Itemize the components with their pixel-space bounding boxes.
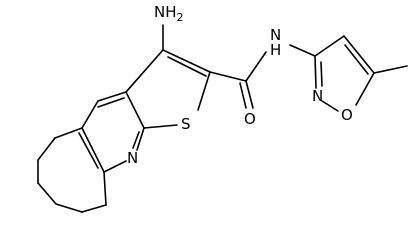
bond-c8f-c8e bbox=[55, 203, 83, 213]
bond-niso-c3iso bbox=[314, 55, 317, 89]
bond-c2-camide bbox=[209, 71, 247, 82]
bond-c8a-c8b bbox=[54, 127, 83, 139]
label-amide-nitrogen: N bbox=[270, 26, 281, 44]
bond-c8b-c5 bbox=[81, 100, 99, 129]
label-isoxazole-oxygen: O bbox=[341, 106, 353, 124]
bond-c8c-c8b-double bbox=[78, 132, 99, 169]
bond-c7a-n-double bbox=[132, 131, 140, 149]
bond-c5-c4a-double bbox=[97, 97, 125, 108]
bond-c8a-c8h bbox=[37, 137, 56, 161]
label-carbonyl-oxygen: O bbox=[244, 110, 256, 128]
bonds bbox=[37, 24, 408, 213]
bond-c5iso-methyl bbox=[373, 65, 408, 74]
bond-c4a-c7a bbox=[125, 91, 145, 129]
bond-c5-c4a bbox=[97, 91, 127, 102]
atom-labels: NH2 S N O N H N O bbox=[127, 3, 353, 167]
label-nh2: NH2 bbox=[154, 3, 184, 24]
bond-c3-c2 bbox=[162, 49, 211, 73]
bond-c8c-c8b bbox=[81, 127, 105, 173]
label-sulfur: S bbox=[181, 115, 191, 133]
bond-s-c7a bbox=[143, 124, 178, 129]
bond-c8g-c8f bbox=[37, 182, 57, 205]
bond-c8d-c8c bbox=[103, 171, 107, 206]
bond-oiso-niso bbox=[321, 100, 339, 112]
bond-niso-c3iso-double bbox=[320, 61, 323, 87]
structure-canvas: NH2 S N O N H N O bbox=[37, 3, 408, 213]
bond-c3iso-c4iso bbox=[314, 35, 345, 57]
bond-nh-c3iso bbox=[289, 44, 316, 57]
chemical-structure-diagram: NH2 S N O N H N O bbox=[37, 3, 408, 213]
bond-c3-c2-double bbox=[167, 56, 207, 77]
bond-camide-o bbox=[245, 80, 254, 109]
label-isoxazole-nitrogen: N bbox=[312, 87, 323, 105]
label-pyridine-nitrogen: N bbox=[127, 149, 138, 167]
bond-c8e-c8d bbox=[81, 204, 107, 213]
bond-camide-o-double bbox=[239, 82, 247, 109]
bond-c2-s bbox=[197, 71, 211, 111]
label-amide-hydrogen: H bbox=[270, 41, 281, 59]
bond-c4iso-c5iso bbox=[343, 35, 375, 74]
bond-n-c8c bbox=[103, 160, 127, 173]
bond-c5iso-oiso bbox=[355, 72, 375, 106]
bond-c4iso-c5iso-double bbox=[344, 44, 369, 75]
bond-camide-nh bbox=[245, 51, 267, 82]
bond-c4a-c3 bbox=[125, 49, 164, 93]
bond-c7a-n bbox=[136, 127, 145, 151]
